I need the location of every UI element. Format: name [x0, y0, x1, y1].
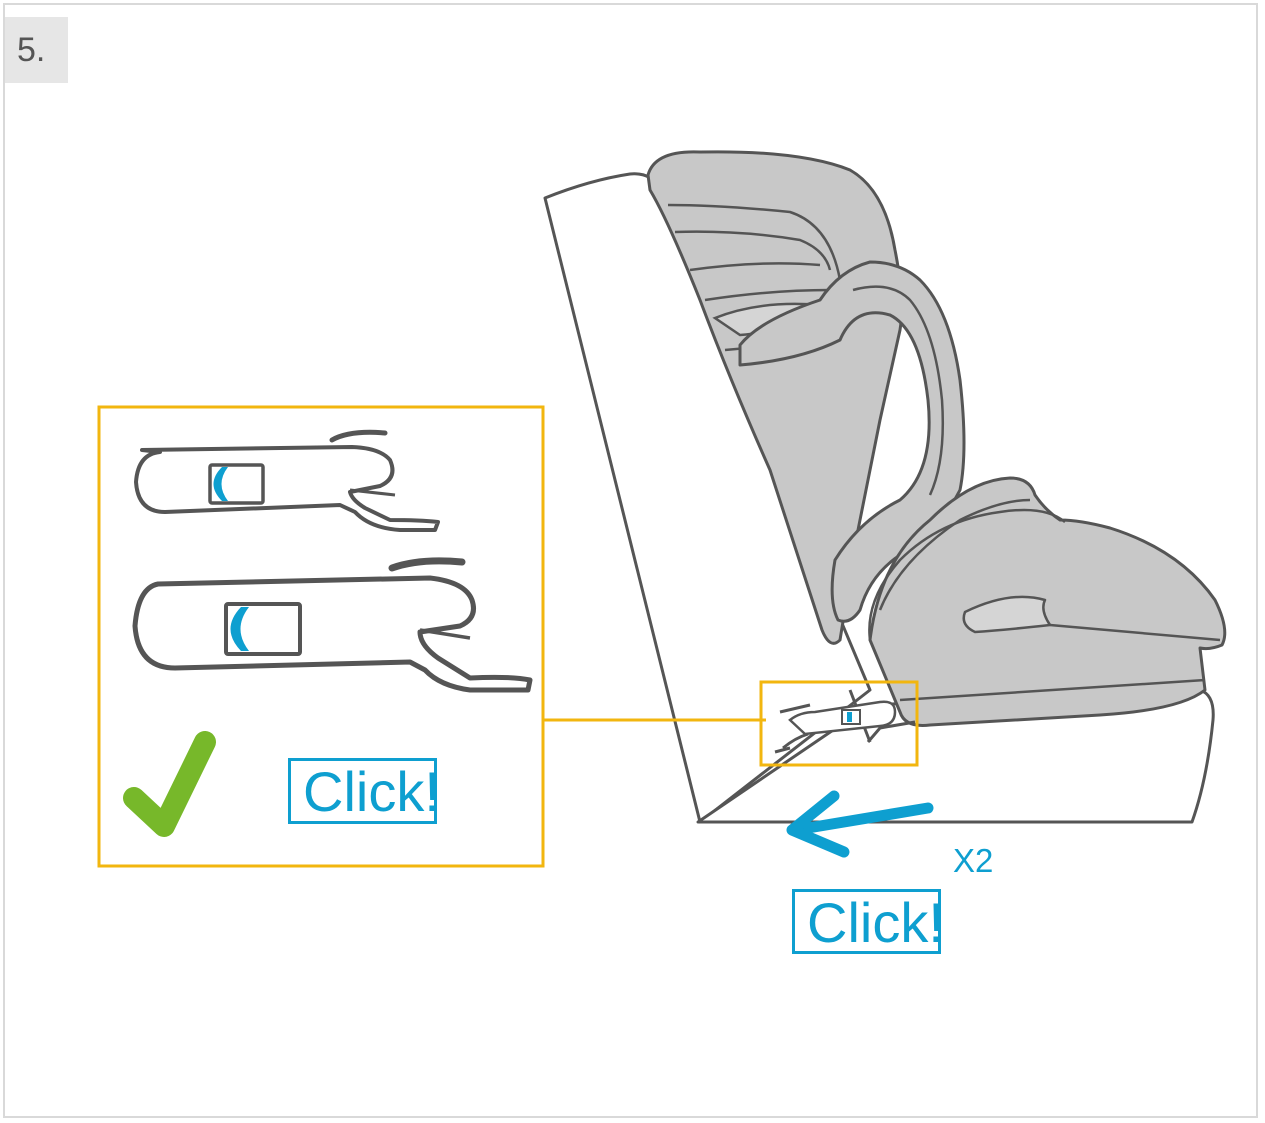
isofix-highlight-box — [759, 680, 919, 767]
step-number: 5. — [5, 17, 68, 83]
child-seat-base — [868, 476, 1227, 727]
illustration-frame — [3, 3, 1258, 1118]
click-label-main: Click! — [792, 889, 941, 954]
checkmark-icon — [123, 731, 216, 837]
vehicle-seat-cushion — [696, 688, 1215, 824]
isofix-connector-unlatched — [134, 429, 440, 532]
click-label-inset: Click! — [288, 758, 437, 824]
arrow-left-icon — [786, 790, 934, 858]
isofix-connector-icon — [774, 700, 897, 754]
isofix-connector-latched — [132, 557, 533, 693]
repeat-multiplier: X2 — [953, 842, 994, 879]
armrest — [962, 595, 1052, 634]
child-seat-side-wing — [738, 260, 966, 623]
